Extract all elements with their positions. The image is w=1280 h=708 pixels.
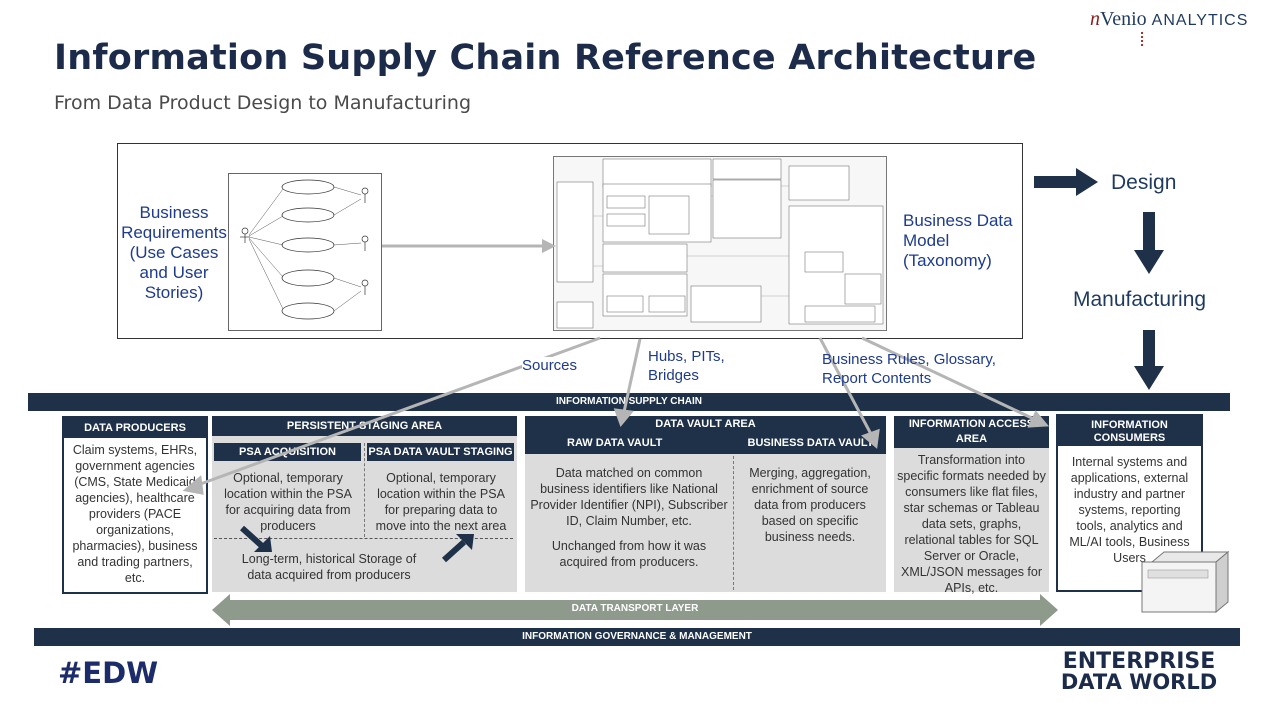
sources-label: Sources bbox=[522, 357, 578, 374]
page-title: Information Supply Chain Reference Archi… bbox=[54, 38, 1037, 78]
psa-acq-down-arrow-icon bbox=[239, 525, 272, 552]
consumers-text: Internal systems and applications, exter… bbox=[1069, 455, 1190, 565]
transport-label: DATA TRANSPORT LAYER bbox=[571, 603, 699, 614]
consumers-panel: INFORMATION CONSUMERS Internal systems a… bbox=[1056, 414, 1203, 592]
governance-bar: INFORMATION GOVERNANCE & MANAGEMENT bbox=[34, 628, 1240, 646]
manufacturing-down-arrow-icon bbox=[1134, 330, 1164, 390]
business-requirements-label: Business Requirements (Use Cases and Use… bbox=[121, 203, 227, 302]
psa-dv-staging-text: Optional, temporary location within the … bbox=[375, 471, 507, 533]
consumers-header: INFORMATION CONSUMERS bbox=[1058, 416, 1201, 446]
brand-dots bbox=[1141, 32, 1145, 46]
psa-bottom-text: Long-term, historical Storage of data ac… bbox=[241, 552, 417, 582]
data-producers-panel: DATA PRODUCERS Claim systems, EHRs, gove… bbox=[62, 416, 208, 594]
design-label: Design bbox=[1111, 171, 1177, 194]
edw-hashtag: #EDW bbox=[58, 656, 159, 690]
access-text: Transformation into specific formats nee… bbox=[897, 453, 1046, 595]
server-icon bbox=[1141, 550, 1230, 614]
raw-vault-text-2: Unchanged from how it was acquired from … bbox=[551, 539, 707, 569]
design-down-arrow-icon bbox=[1134, 212, 1164, 274]
data-producers-text: Claim systems, EHRs, government agencies… bbox=[72, 443, 198, 585]
access-header: INFORMATION ACCESS AREA bbox=[894, 416, 1049, 448]
data-model-diagram bbox=[553, 156, 887, 331]
use-case-diagram bbox=[228, 173, 382, 331]
rules-label: Business Rules, Glossary, Report Content… bbox=[822, 351, 996, 387]
psa-dv-staging-header: PSA DATA VAULT STAGING bbox=[367, 443, 514, 461]
data-producers-header: DATA PRODUCERS bbox=[64, 418, 206, 438]
psa-acquisition-text: Optional, temporary location within the … bbox=[224, 471, 352, 533]
dva-divider bbox=[733, 456, 734, 590]
dva-header: DATA VAULT AREA bbox=[525, 416, 886, 432]
design-arrow-icon bbox=[1034, 168, 1098, 196]
transport-arrow bbox=[212, 594, 1058, 626]
business-data-model-label: Business Data Model (Taxonomy) bbox=[903, 211, 1013, 270]
brand-logo: nVenio Analytics bbox=[1090, 8, 1249, 30]
manufacturing-label: Manufacturing bbox=[1073, 288, 1207, 311]
psa-dashed-line bbox=[214, 538, 513, 539]
enterprise-data-world-logo: ENTERPRISE DATA WORLD bbox=[1060, 649, 1218, 694]
hubs-label: Hubs, PITs, Bridges bbox=[648, 348, 725, 384]
supply-chain-bar: INFORMATION SUPPLY CHAIN bbox=[28, 393, 1230, 411]
business-vault-text: Merging, aggregation, enrichment of sour… bbox=[749, 466, 871, 544]
raw-vault-header: RAW DATA VAULT bbox=[525, 432, 725, 454]
page-subtitle: From Data Product Design to Manufacturin… bbox=[54, 92, 472, 114]
raw-vault-text: Data matched on common business identifi… bbox=[530, 466, 728, 528]
psa-header: PERSISTENT STAGING AREA bbox=[212, 416, 517, 436]
design-frame bbox=[117, 143, 1023, 339]
requirements-to-model-arrow bbox=[382, 239, 556, 253]
psa-divider bbox=[364, 443, 365, 537]
business-vault-header: BUSINESS DATA VAULT bbox=[725, 432, 886, 454]
psa-dv-up-arrow-icon bbox=[441, 534, 474, 563]
